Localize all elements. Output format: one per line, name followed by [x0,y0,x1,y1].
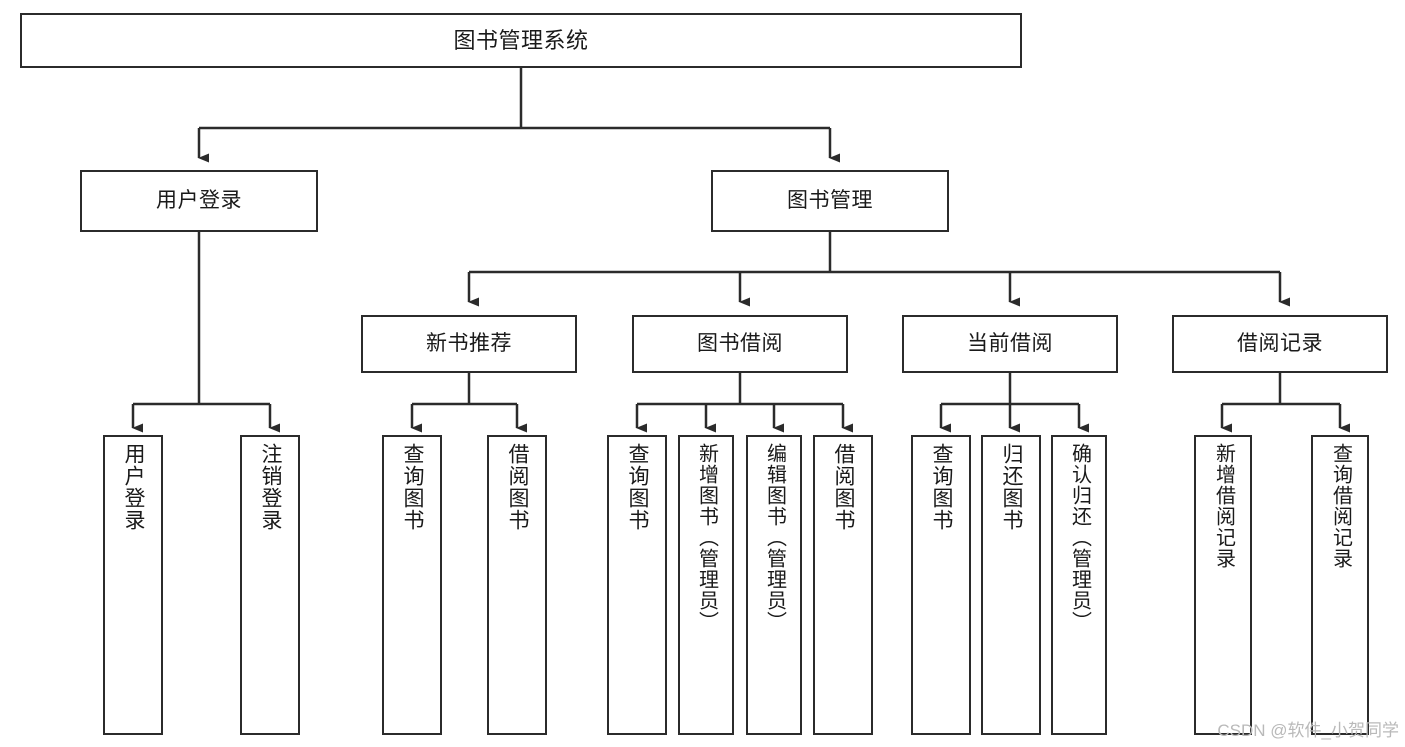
node-label: 新书推荐 [426,331,512,355]
node-leaf-add-record[interactable]: 新增借阅记录 [1194,435,1252,735]
node-label: 借阅记录 [1237,331,1323,355]
node-leaf-confirm-return[interactable]: 确认归还（管理员） [1051,435,1107,735]
node-leaf-query-record[interactable]: 查询借阅记录 [1311,435,1369,735]
node-label: 编辑图书（管理员） [763,443,786,632]
node-label: 新增图书（管理员） [695,443,718,632]
node-label: 查询图书 [626,443,650,531]
node-borrow-record[interactable]: 借阅记录 [1172,315,1388,373]
node-leaf-query-book-borrow[interactable]: 查询图书 [607,435,667,735]
node-label: 查询借阅记录 [1329,443,1352,569]
node-leaf-user-login[interactable]: 用户登录 [103,435,163,735]
node-label: 用户登录 [122,443,146,531]
node-leaf-borrow-book-rec[interactable]: 借阅图书 [487,435,547,735]
node-label: 图书管理系统 [453,27,589,53]
node-label: 当前借阅 [967,331,1053,355]
node-label: 查询图书 [401,443,425,531]
node-label: 归还图书 [1000,443,1024,531]
node-label: 借阅图书 [506,443,530,531]
node-label: 新增借阅记录 [1212,443,1235,569]
node-label: 用户登录 [156,188,242,212]
node-user-login[interactable]: 用户登录 [80,170,318,232]
node-book-management[interactable]: 图书管理 [711,170,949,232]
node-root-system[interactable]: 图书管理系统 [20,13,1022,68]
node-leaf-borrow-book[interactable]: 借阅图书 [813,435,873,735]
node-label: 图书管理 [787,188,873,212]
node-label: 确认归还（管理员） [1068,443,1091,632]
node-label: 查询图书 [930,443,954,531]
node-label: 图书借阅 [697,331,783,355]
node-leaf-edit-book[interactable]: 编辑图书（管理员） [746,435,802,735]
node-leaf-add-book[interactable]: 新增图书（管理员） [678,435,734,735]
node-leaf-query-book-rec[interactable]: 查询图书 [382,435,442,735]
node-current-borrow[interactable]: 当前借阅 [902,315,1118,373]
node-leaf-user-logout[interactable]: 注销登录 [240,435,300,735]
node-book-borrow[interactable]: 图书借阅 [632,315,848,373]
node-leaf-return-book[interactable]: 归还图书 [981,435,1041,735]
node-label: 注销登录 [259,443,283,531]
node-new-book-recommend[interactable]: 新书推荐 [361,315,577,373]
node-leaf-query-book-current[interactable]: 查询图书 [911,435,971,735]
node-label: 借阅图书 [832,443,856,531]
